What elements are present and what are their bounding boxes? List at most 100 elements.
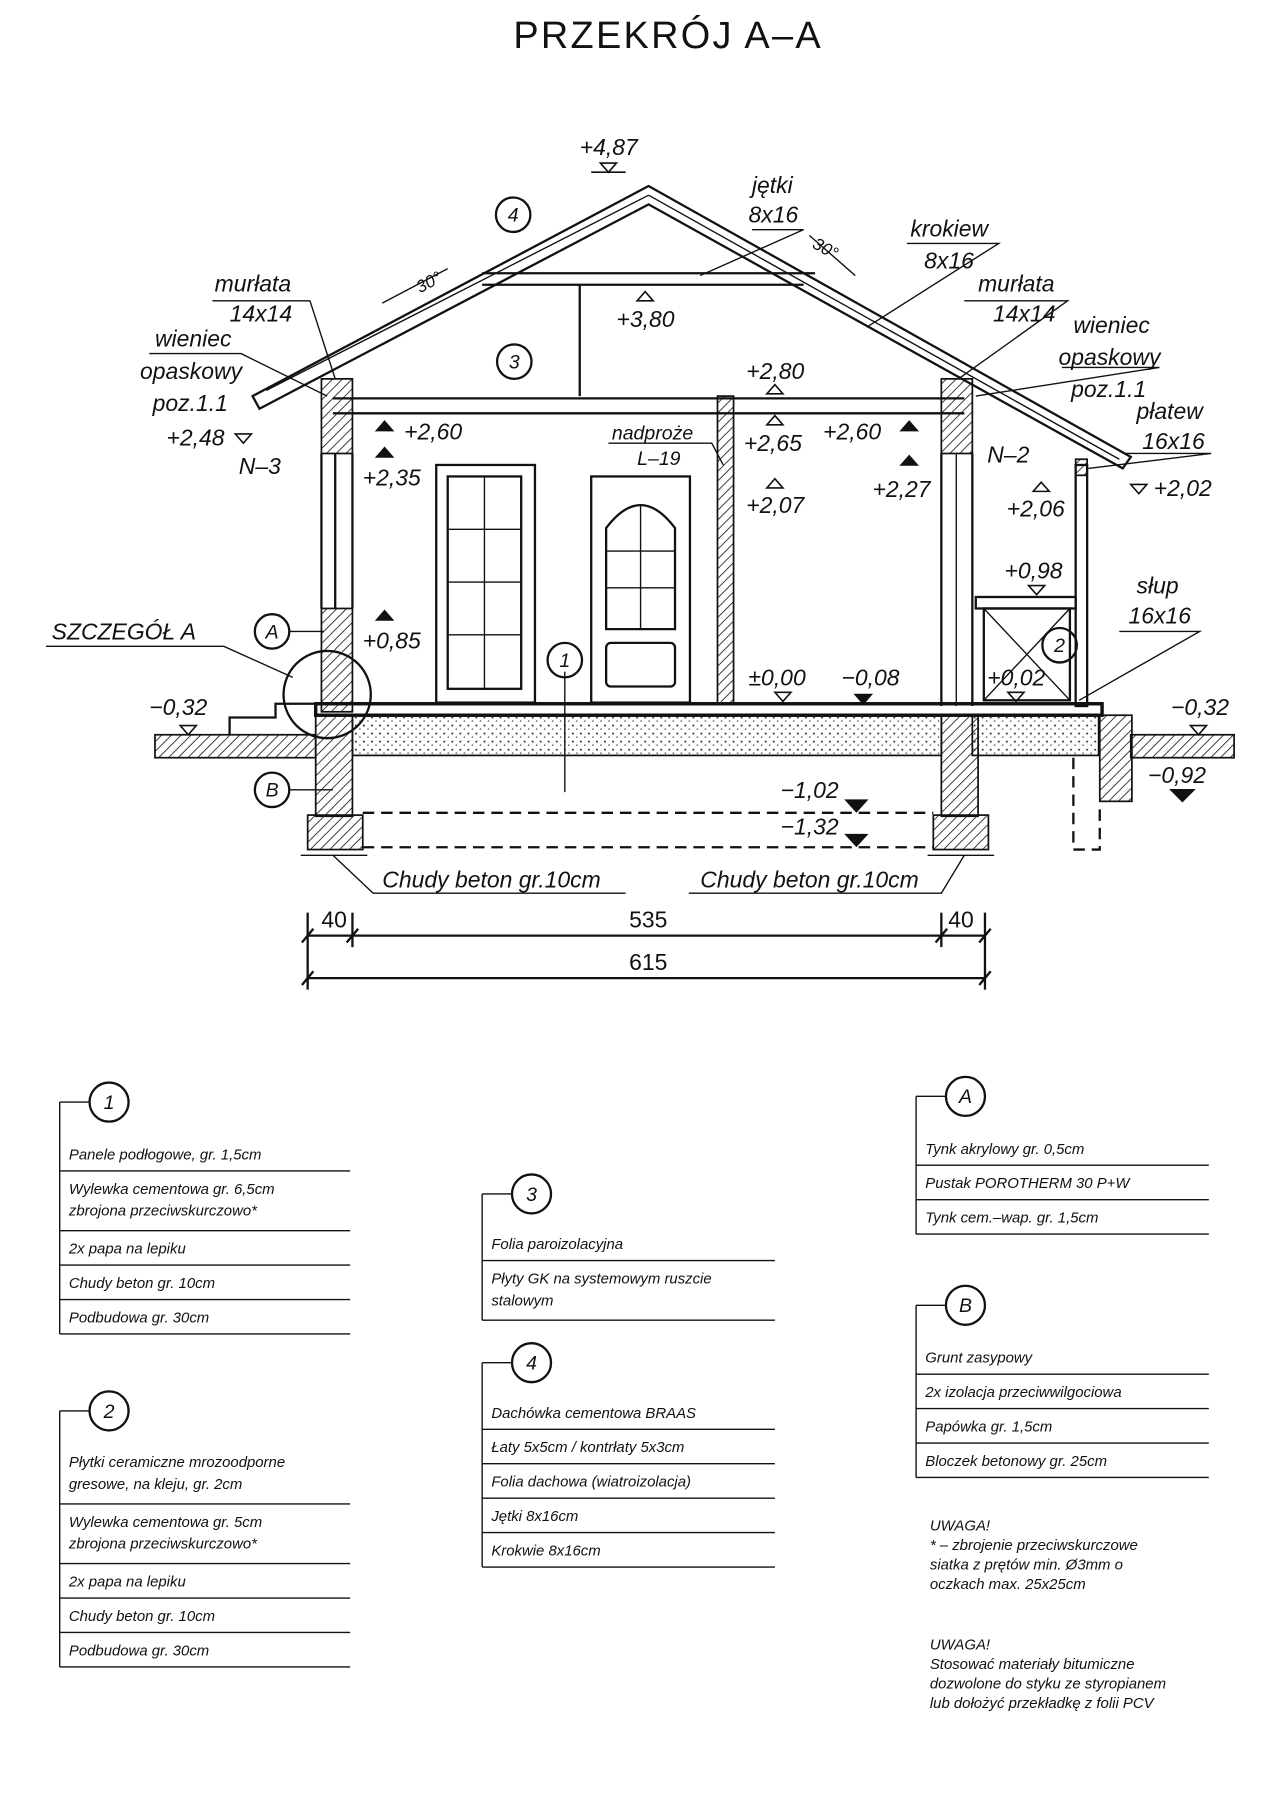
legend-row-text: 2x papa na lepiku xyxy=(68,1574,186,1591)
label-krokiew: krokiew xyxy=(910,216,989,242)
elev-porch-beam: +2,06 xyxy=(1007,496,1065,522)
elev-right-lintel: +2,27 xyxy=(872,476,931,502)
label-platew-size: 16x16 xyxy=(1142,428,1205,454)
label-slup: słup xyxy=(1137,573,1179,599)
lintel-column xyxy=(716,395,735,705)
note-line: siatka z prętów min. Ø3mm o xyxy=(930,1556,1123,1573)
marker-4: 4 xyxy=(508,205,519,227)
elev-porch-floor: +0,02 xyxy=(987,664,1045,690)
note-heading: UWAGA! xyxy=(930,1637,990,1654)
label-jetki: jętki xyxy=(749,172,794,198)
legend-row-text: Łaty 5x5cm / kontrłaty 5x3cm xyxy=(491,1439,684,1456)
legend-row-text: 2x papa na lepiku xyxy=(68,1241,186,1258)
label-wieniec-left: wieniec xyxy=(155,326,232,352)
elev-mid-lintel: +2,07 xyxy=(746,492,805,518)
legend-marker-label: A xyxy=(958,1086,972,1108)
elev-ground-left: −0,32 xyxy=(149,694,207,720)
door-left xyxy=(435,463,537,704)
elev-ground-right: −0,32 xyxy=(1171,694,1229,720)
label-wieniec-left-3: poz.1.1 xyxy=(152,390,228,416)
legend-row-text: zbrojona przeciwskurczowo* xyxy=(68,1536,258,1553)
roof-angle-left: 30° xyxy=(412,267,444,297)
notes: UWAGA! * – zbrojenie przeciwskurczowe siat… xyxy=(930,1517,1166,1712)
elev-left-top: +2,60 xyxy=(404,419,462,445)
porch-post xyxy=(1074,463,1089,708)
elevation-marks xyxy=(178,162,1209,848)
label-murlata-right-size: 14x14 xyxy=(993,300,1056,326)
note-line: * – zbrojenie przeciwskurczowe xyxy=(930,1537,1138,1554)
note-heading: UWAGA! xyxy=(930,1517,990,1534)
legend-row-text: Podbudowa gr. 30cm xyxy=(69,1642,209,1659)
legend-row-text: 2x izolacja przeciwwilgociowa xyxy=(924,1384,1121,1401)
legend-row-text: Pustak POROTHERM 30 P+W xyxy=(925,1175,1131,1192)
marker-b: B xyxy=(266,780,279,802)
label-wieniec-left-2: opaskowy xyxy=(140,358,244,384)
ring-beam-right xyxy=(940,378,974,455)
section-markers: 4 3 1 2 A B xyxy=(253,196,1078,809)
legend-marker-label: B xyxy=(959,1295,972,1317)
leader-lines xyxy=(149,228,1212,793)
label-wieniec-right-3: poz.1.1 xyxy=(1070,376,1146,402)
legend-row-text: Jętki 8x16cm xyxy=(490,1508,578,1525)
legend-row-text: Płyty GK na systemowym ruszcie xyxy=(491,1270,711,1287)
elev-found-bottom: −1,32 xyxy=(781,814,839,840)
legend-row-text: zbrojona przeciwskurczowo* xyxy=(68,1203,258,1220)
dim-middle: 535 xyxy=(629,907,667,933)
elev-eave-right: +2,02 xyxy=(1154,475,1212,501)
label-nadproze-type: L–19 xyxy=(637,448,681,470)
dim-right: 40 xyxy=(948,907,974,933)
elev-left-lintel: +2,35 xyxy=(363,465,421,491)
note-line: oczkach max. 25x25cm xyxy=(930,1576,1086,1593)
porch xyxy=(974,458,1089,708)
label-wieniec-right: wieniec xyxy=(1073,312,1150,338)
legend-row-text: gresowe, na kleju, gr. 2cm xyxy=(69,1476,242,1493)
ring-beam-left xyxy=(320,378,354,455)
marker-a: A xyxy=(265,621,279,643)
label-wieniec-right-2: opaskowy xyxy=(1058,344,1162,370)
legend-row-text: Panele podłogowe, gr. 1,5cm xyxy=(69,1146,262,1163)
marker-2: 2 xyxy=(1053,635,1065,657)
label-murlata-left-size: 14x14 xyxy=(230,300,293,326)
legend-row-text: Krokwie 8x16cm xyxy=(491,1543,600,1560)
marker-1: 1 xyxy=(559,650,570,672)
legend-row-text: Wylewka cementowa gr. 6,5cm xyxy=(69,1181,275,1198)
label-n2: N–2 xyxy=(987,442,1029,468)
door-middle xyxy=(590,475,692,704)
elev-found-top: −1,02 xyxy=(781,777,839,803)
elev-floor: ±0,00 xyxy=(748,664,805,690)
legend-row-text: Podbudowa gr. 30cm xyxy=(69,1310,209,1327)
note-line: lub dołożyć przekładkę z folii PCV xyxy=(930,1695,1156,1712)
legend-row-text: Wylewka cementowa gr. 5cm xyxy=(69,1514,262,1531)
label-krokiew-size: 8x16 xyxy=(924,248,974,274)
legend-row-text: Papówka gr. 1,5cm xyxy=(925,1419,1052,1436)
legend-row-text: Tynk akrylowy gr. 0,5cm xyxy=(925,1141,1084,1158)
walls xyxy=(320,378,974,713)
roof xyxy=(250,184,1133,470)
elev-right-top: +2,60 xyxy=(823,419,881,445)
legend-marker-label: 4 xyxy=(526,1353,537,1375)
dim-left: 40 xyxy=(321,907,347,933)
note-line: dozwolone do styku ze styropianem xyxy=(930,1676,1166,1693)
elev-eave-left: +2,48 xyxy=(166,424,224,450)
note-line: Stosować materiały bitumiczne xyxy=(930,1656,1135,1673)
dim-total: 615 xyxy=(629,949,667,975)
drawing-title: PRZEKRÓJ A–A xyxy=(513,14,823,57)
label-chudy-beton-left: Chudy beton gr.10cm xyxy=(382,866,600,892)
legend-row-text: Bloczek betonowy gr. 25cm xyxy=(925,1453,1107,1470)
legend-row-text: Folia dachowa (wiatroizolacja) xyxy=(491,1474,691,1491)
legend-row-text: Chudy beton gr. 10cm xyxy=(69,1275,215,1292)
detail-a-circle xyxy=(282,649,372,740)
label-murlata-right: murłata xyxy=(978,271,1055,297)
elev-jetki: +3,80 xyxy=(616,306,674,332)
elev-ceiling: +2,80 xyxy=(746,358,804,384)
legend-row-text: Dachówka cementowa BRAAS xyxy=(491,1405,696,1422)
elev-porch-rail: +0,98 xyxy=(1004,558,1062,584)
detail-a-label: SZCZEGÓŁ A xyxy=(52,618,196,644)
dimensions: 40 535 40 615 xyxy=(301,907,992,990)
